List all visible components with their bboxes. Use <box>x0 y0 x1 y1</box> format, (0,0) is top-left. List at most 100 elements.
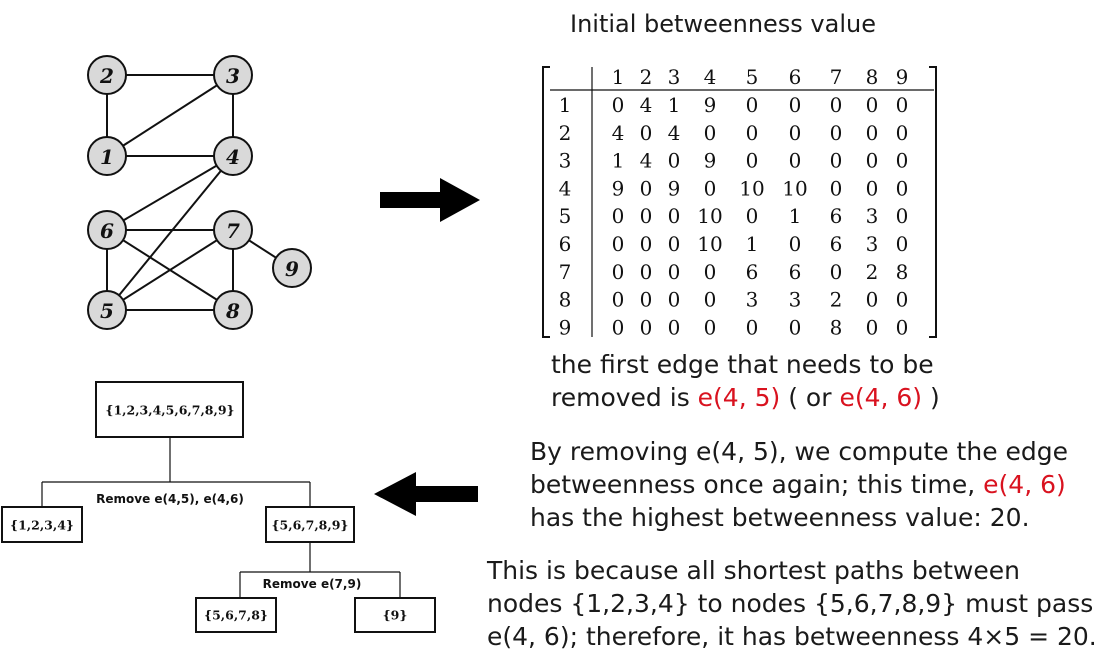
matrix-cell-4-9: 0 <box>896 176 909 200</box>
matrix-cell-4-8: 0 <box>866 176 879 200</box>
matrix-cell-4-6: 10 <box>782 176 807 200</box>
matrix-cell-6-1: 0 <box>612 232 625 256</box>
matrix-cell-4-4: 0 <box>704 176 717 200</box>
matrix-cell-5-6: 1 <box>789 204 802 228</box>
matrix-cell-1-9: 0 <box>896 93 909 117</box>
explanation-reason: This is because all shortest paths betwe… <box>487 554 1097 653</box>
edge-1-3 <box>106 74 234 157</box>
text-span: ( or <box>780 383 840 412</box>
matrix-cell-2-9: 0 <box>896 121 909 145</box>
explanation-first-edge-line2: removed is e(4, 5) ( or e(4, 6) ) <box>551 381 940 414</box>
node-label-6: 6 <box>100 219 114 243</box>
explanation-reason-line1: This is because all shortest paths betwe… <box>487 556 1020 585</box>
node-1 <box>87 136 127 176</box>
matrix-cell-5-3: 0 <box>668 204 681 228</box>
matrix-cell-2-1: 4 <box>612 121 625 145</box>
matrix-cell-1-3: 1 <box>668 93 681 117</box>
tree-node-left <box>1 506 83 543</box>
matrix-cell-2-5: 0 <box>746 121 759 145</box>
matrix-col-header-5: 5 <box>746 65 759 89</box>
matrix-cell-3-8: 0 <box>866 149 879 173</box>
matrix-cell-6-5: 1 <box>746 232 759 256</box>
matrix-cell-5-4: 10 <box>697 204 722 228</box>
tree-leaf-a-label: {5,6,7,8} <box>204 608 268 623</box>
node-label-5: 5 <box>100 299 114 323</box>
explanation-first-edge-line1: the first edge that needs to be <box>551 350 934 379</box>
node-label-8: 8 <box>225 299 240 323</box>
matrix-cell-6-7: 6 <box>830 232 843 256</box>
highlight-edge-4-6-second: e(4, 6) <box>983 470 1066 499</box>
matrix-row-header-7: 7 <box>559 260 572 284</box>
matrix-cell-2-2: 0 <box>640 121 653 145</box>
matrix-cell-2-7: 0 <box>830 121 843 145</box>
matrix-cell-8-4: 0 <box>704 288 717 312</box>
highlight-edge-4-5: e(4, 5) <box>697 383 781 412</box>
matrix-row-header-2: 2 <box>559 121 572 145</box>
matrix-col-header-2: 2 <box>640 65 653 89</box>
explanation-recompute-line2: betweenness once again; this time, e(4, … <box>530 468 1068 501</box>
matrix-cell-4-5: 10 <box>739 176 764 200</box>
matrix-cell-2-8: 0 <box>866 121 879 145</box>
tree-node-leaf-a <box>195 597 277 633</box>
matrix-cell-8-8: 0 <box>866 288 879 312</box>
node-6 <box>87 210 127 250</box>
matrix-cell-6-8: 3 <box>866 232 879 256</box>
right-arrow-icon <box>380 178 480 222</box>
matrix-cell-6-3: 0 <box>668 232 681 256</box>
dendrogram: {1,2,3,4,5,6,7,8,9} {1,2,3,4} {5,6,7,8,9… <box>1 381 436 633</box>
node-label-4: 4 <box>226 145 240 169</box>
explanation-recompute: By removing e(4, 5), we compute the edge… <box>530 435 1068 534</box>
matrix-cell-9-4: 0 <box>704 315 717 339</box>
matrix-cell-2-3: 4 <box>668 121 681 145</box>
matrix-cell-7-4: 0 <box>704 260 717 284</box>
matrix-cell-3-6: 0 <box>789 149 802 173</box>
node-8 <box>213 290 253 330</box>
matrix-cell-9-1: 0 <box>612 315 625 339</box>
text-span: ) <box>922 383 940 412</box>
matrix-cell-7-3: 0 <box>668 260 681 284</box>
matrix-cell-1-2: 4 <box>640 93 653 117</box>
matrix-cell-7-5: 6 <box>746 260 759 284</box>
edge-5-7 <box>106 229 234 311</box>
matrix-cell-1-7: 0 <box>830 93 843 117</box>
matrix-cell-3-7: 0 <box>830 149 843 173</box>
highlight-edge-4-6: e(4, 6) <box>839 383 923 412</box>
tree-node-root <box>95 381 244 438</box>
matrix-cell-6-2: 0 <box>640 232 653 256</box>
matrix-cell-6-9: 0 <box>896 232 909 256</box>
matrix-cell-9-5: 0 <box>746 315 759 339</box>
matrix-cell-3-3: 0 <box>668 149 681 173</box>
tree-split-1-label: Remove e(4,5), e(4,6) <box>96 492 244 506</box>
explanation-reason-line2: nodes {1,2,3,4} to nodes {5,6,7,8,9} mus… <box>487 589 1094 618</box>
matrix-cell-5-7: 6 <box>830 204 843 228</box>
matrix-cell-5-9: 0 <box>896 204 909 228</box>
matrix-row-header-4: 4 <box>559 176 572 200</box>
matrix-cell-4-2: 0 <box>640 176 653 200</box>
matrix-cell-6-4: 10 <box>697 232 722 256</box>
matrix-cell-9-6: 0 <box>789 315 802 339</box>
matrix-cell-7-2: 0 <box>640 260 653 284</box>
matrix-cell-1-8: 0 <box>866 93 879 117</box>
tree-node-right <box>265 506 355 543</box>
matrix-left-bracket <box>542 66 550 338</box>
text-span: betweenness once again; this time, <box>530 470 984 499</box>
matrix-cell-5-2: 0 <box>640 204 653 228</box>
matrix-cell-9-9: 0 <box>896 315 909 339</box>
matrix-cell-8-5: 3 <box>746 288 759 312</box>
matrix-col-header-9: 9 <box>896 65 909 89</box>
matrix-col-header-6: 6 <box>789 65 802 89</box>
matrix-cell-9-2: 0 <box>640 315 653 339</box>
matrix-cell-9-3: 0 <box>668 315 681 339</box>
tree-right-label: {5,6,7,8,9} <box>272 518 349 533</box>
edge-4-6 <box>106 155 234 231</box>
tree-left-label: {1,2,3,4} <box>10 518 74 533</box>
tree-split-2-label: Remove e(7,9) <box>263 577 362 591</box>
matrix-row-header-1: 1 <box>559 93 572 117</box>
matrix-col-header-3: 3 <box>668 65 681 89</box>
matrix-cell-7-6: 6 <box>789 260 802 284</box>
node-label-3: 3 <box>226 64 240 88</box>
matrix-cell-2-6: 0 <box>789 121 802 145</box>
left-arrow-icon <box>374 472 478 516</box>
matrix-cell-5-8: 3 <box>866 204 879 228</box>
